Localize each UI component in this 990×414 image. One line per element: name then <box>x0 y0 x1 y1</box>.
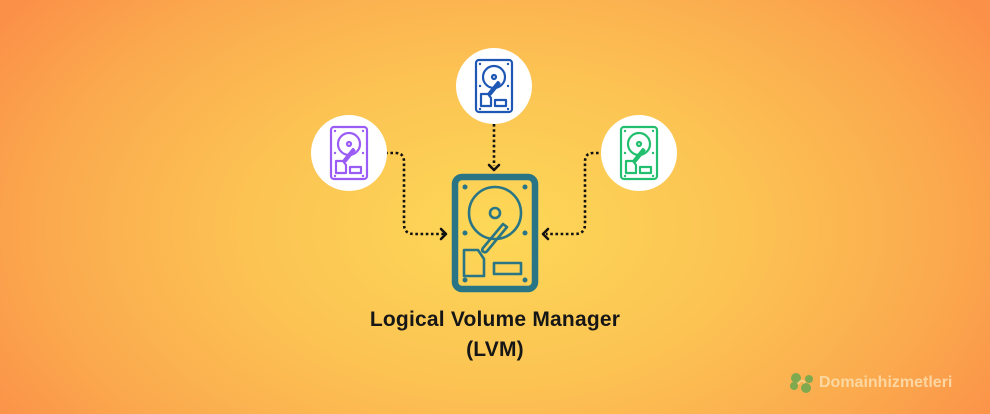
disk-node-left <box>311 115 387 191</box>
disk-node-right <box>601 115 677 191</box>
domainhizmetleri-logo-icon <box>790 373 813 393</box>
hard-disk-icon <box>329 125 369 181</box>
brand-watermark: Domainhizmetleri <box>789 372 952 394</box>
brand-name: Domainhizmetleri <box>819 374 953 391</box>
diagram-title: Logical Volume Manager <box>369 308 621 331</box>
disk-node-top <box>456 48 532 124</box>
main-hard-disk-icon <box>451 173 539 293</box>
diagram-subtitle: (LVM) <box>466 338 524 361</box>
hard-disk-icon <box>474 58 514 114</box>
hard-disk-icon <box>619 125 659 181</box>
